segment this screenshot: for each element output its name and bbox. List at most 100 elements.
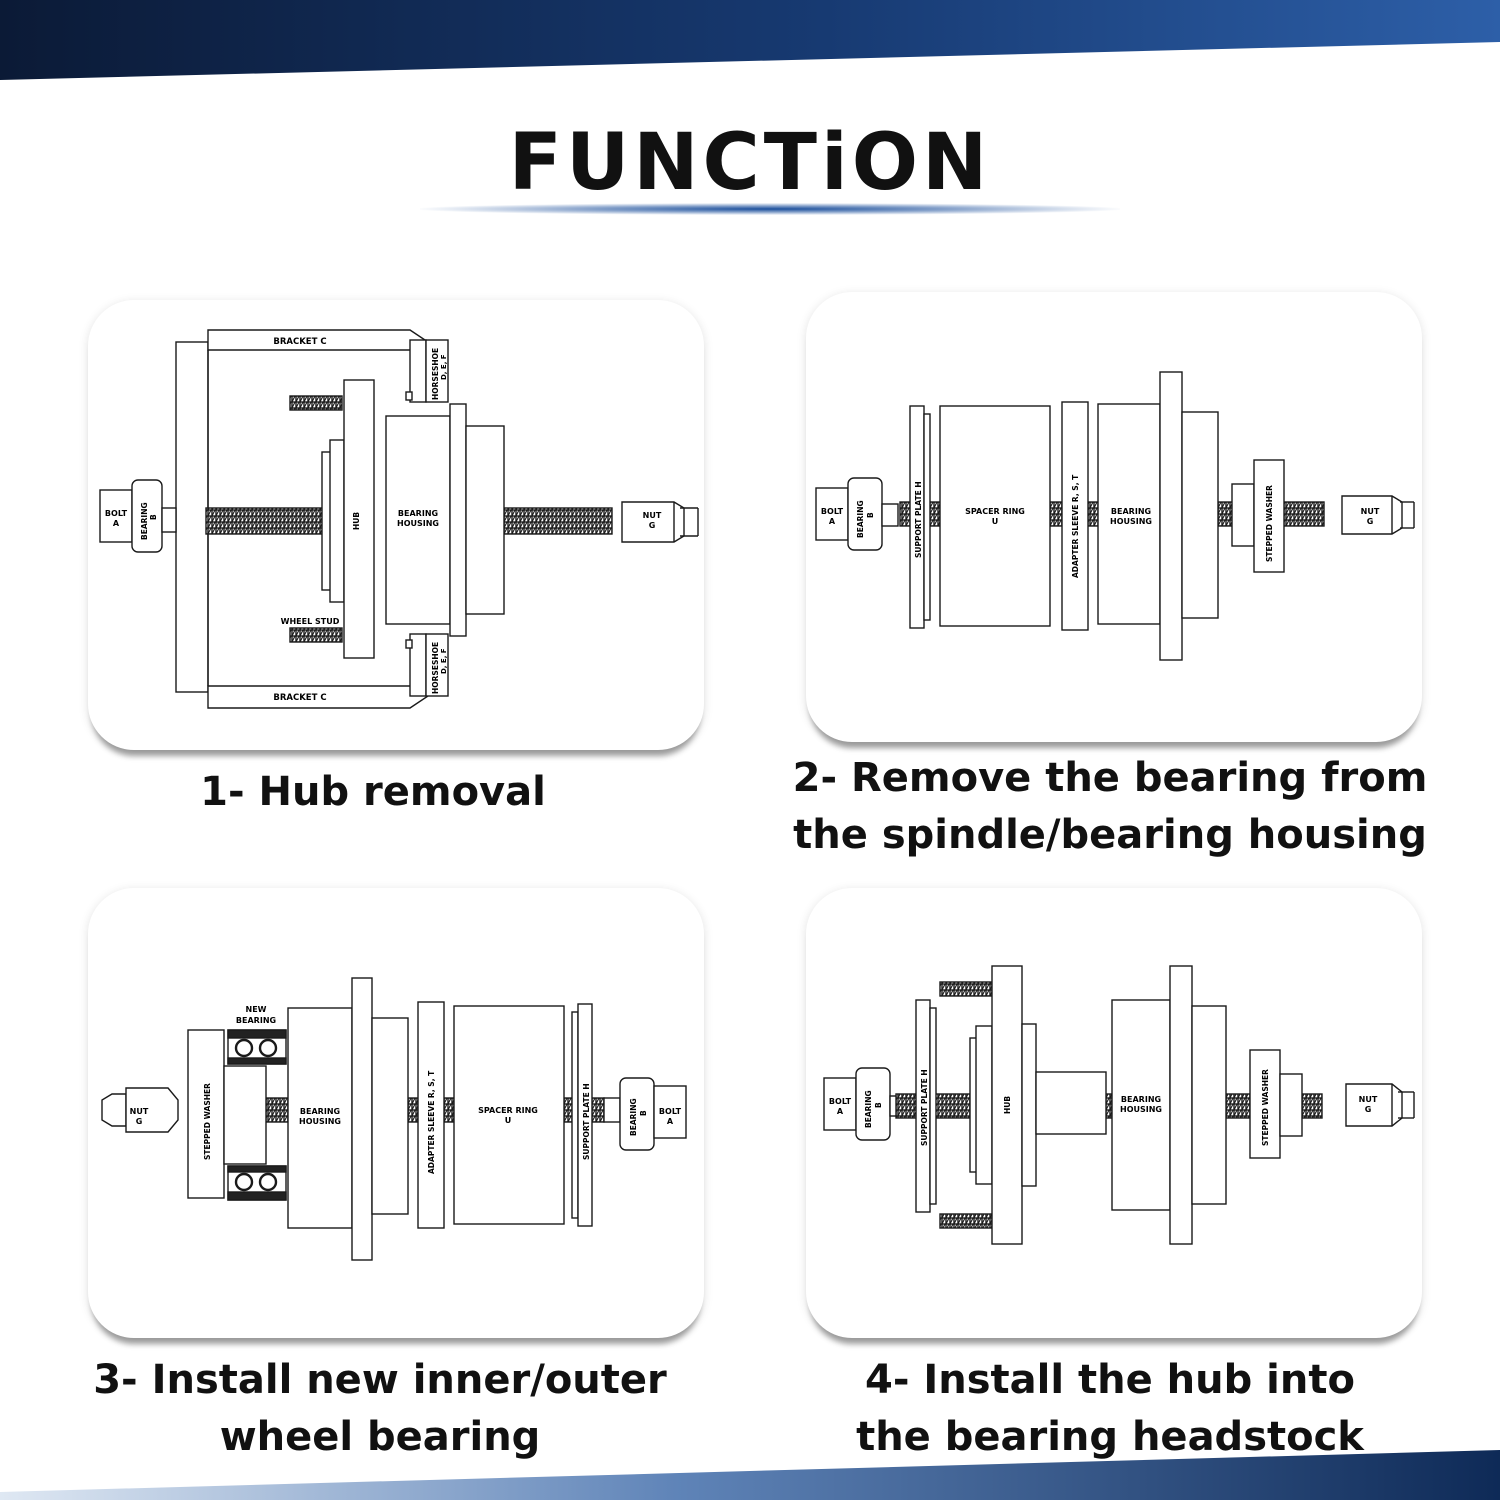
label-stepped-washer: STEPPED WASHER xyxy=(203,1083,212,1160)
caption-line: the bearing headstock xyxy=(856,1414,1364,1460)
caption-line: 2- Remove the bearing from xyxy=(792,755,1428,801)
label-spacer-ring-sub: U xyxy=(992,517,999,526)
label-bearing-housing-sub: HOUSING xyxy=(397,519,439,528)
label-nut: NUT xyxy=(130,1107,149,1116)
label-bearing-housing-sub: HOUSING xyxy=(1120,1105,1162,1114)
label-bearing-housing-sub: HOUSING xyxy=(1110,517,1152,526)
label-support-plate: SUPPORT PLATE H xyxy=(914,481,923,558)
title-underline xyxy=(420,203,1120,215)
bearing-b xyxy=(847,477,883,551)
wheel-stud-bottom xyxy=(289,627,343,643)
hub-removal-diagram: BRACKET C BRACKET C HORSESHOE D, E, F HO… xyxy=(99,329,699,709)
stepped-washer xyxy=(1253,459,1285,573)
caption-line: 1- Hub removal xyxy=(200,769,546,815)
label-horseshoe-top-sub: D, E, F xyxy=(440,354,448,380)
adapter-sleeve xyxy=(417,1001,445,1229)
caption-remove-bearing: 2- Remove the bearing from the spindle/b… xyxy=(790,750,1430,864)
hub xyxy=(343,379,375,659)
label-stepped-washer: STEPPED WASHER xyxy=(1265,485,1274,562)
stepped-washer xyxy=(187,1029,225,1199)
hub xyxy=(991,965,1023,1245)
caption-line: wheel bearing xyxy=(219,1414,541,1460)
diagram-panel-remove-bearing: BOLT A BEARING B SUPPORT PLATE H SPACER … xyxy=(806,292,1422,742)
spacer-ring-u xyxy=(453,1005,565,1225)
label-spacer-ring: SPACER RING xyxy=(478,1106,538,1115)
label-bolt: BOLT xyxy=(105,509,128,518)
wheel-stud-bottom xyxy=(939,1213,993,1229)
label-bolt-sub: A xyxy=(667,1117,674,1126)
diagram-panel-install-hub: BOLT A BEARING B SUPPORT PLATE H HUB BEA… xyxy=(806,888,1422,1338)
wheel-stud-top xyxy=(289,395,343,411)
bearing-housing xyxy=(385,415,451,625)
label-nut: NUT xyxy=(1359,1095,1378,1104)
label-bearing-housing-sub: HOUSING xyxy=(299,1117,341,1126)
bearing-housing xyxy=(287,1007,353,1229)
label-support-plate: SUPPORT PLATE H xyxy=(920,1069,929,1146)
bolt-a xyxy=(653,1085,687,1139)
bearing-b xyxy=(855,1067,891,1141)
bearing-housing xyxy=(1097,403,1161,625)
label-bearing: BEARING xyxy=(140,502,149,540)
spacer-ring-u xyxy=(939,405,1051,627)
remove-bearing-diagram: BOLT A BEARING B SUPPORT PLATE H SPACER … xyxy=(815,371,1415,661)
top-decorative-band xyxy=(0,0,1500,80)
bracket-bottom xyxy=(207,685,429,709)
label-bearing-sub: B xyxy=(866,512,875,518)
label-wheel-stud: WHEEL STUD xyxy=(281,617,340,626)
label-nut-sub: G xyxy=(1365,1105,1372,1114)
bracket-side-plate xyxy=(175,341,209,693)
label-nut-sub: G xyxy=(136,1117,143,1126)
label-nut: NUT xyxy=(1361,507,1380,516)
label-new-bearing: NEW xyxy=(246,1005,267,1014)
bottom-decorative-band xyxy=(0,1450,1500,1500)
label-support-plate: SUPPORT PLATE H xyxy=(582,1083,591,1160)
stepped-washer xyxy=(1249,1049,1281,1159)
label-nut-sub: G xyxy=(1367,517,1374,526)
label-adapter-sleeve: ADAPTER SLEEVE R, S, T xyxy=(1071,474,1080,578)
caption-install-bearing: 3- Install new inner/outer wheel bearing xyxy=(60,1352,700,1466)
wheel-stud-top xyxy=(939,981,993,997)
label-bearing: BEARING xyxy=(856,500,865,538)
label-bolt-sub: A xyxy=(113,519,120,528)
nut-g xyxy=(125,1087,179,1133)
label-bearing-sub: B xyxy=(149,514,158,520)
horseshoe-bottom xyxy=(425,633,449,697)
install-bearing-diagram: NUT G STEPPED WASHER NEW BEARING BEARING… xyxy=(101,977,687,1261)
label-bearing-sub: B xyxy=(639,1110,648,1116)
screw-right xyxy=(503,507,613,535)
label-bolt-sub: A xyxy=(829,517,836,526)
caption-install-hub: 4- Install the hub into the bearing head… xyxy=(790,1352,1430,1466)
install-hub-diagram: BOLT A BEARING B SUPPORT PLATE H HUB BEA… xyxy=(823,965,1415,1245)
nut-g xyxy=(1345,1083,1403,1127)
label-horseshoe-top: HORSESHOE xyxy=(431,348,440,400)
label-horseshoe-bottom-sub: D, E, F xyxy=(440,648,448,674)
label-bolt: BOLT xyxy=(821,507,844,516)
bolt-a xyxy=(815,487,849,541)
label-hub: HUB xyxy=(1003,1096,1012,1114)
page-title: FUNCTiON xyxy=(508,118,992,208)
caption-line: 4- Install the hub into xyxy=(865,1357,1355,1403)
label-horseshoe-bottom: HORSESHOE xyxy=(431,642,440,694)
diagram-panel-install-bearing: NUT G STEPPED WASHER NEW BEARING BEARING… xyxy=(88,888,704,1338)
caption-line: 3- Install new inner/outer xyxy=(93,1357,667,1403)
caption-hub-removal: 1- Hub removal xyxy=(88,764,658,821)
diagram-panel-hub-removal: BRACKET C BRACKET C HORSESHOE D, E, F HO… xyxy=(88,300,704,750)
label-bracket-bottom: BRACKET C xyxy=(273,693,326,703)
label-nut: NUT xyxy=(643,511,662,520)
label-bolt: BOLT xyxy=(659,1107,682,1116)
label-bearing-sub: B xyxy=(874,1102,883,1108)
label-bolt-sub: A xyxy=(837,1107,844,1116)
label-bearing-housing: BEARING xyxy=(1111,507,1151,516)
label-stepped-washer: STEPPED WASHER xyxy=(1261,1069,1270,1146)
label-bracket-top: BRACKET C xyxy=(273,337,326,347)
label-nut-sub: G xyxy=(649,521,656,530)
label-spacer-ring-sub: U xyxy=(505,1116,512,1125)
label-bearing: BEARING xyxy=(864,1090,873,1128)
label-bearing-housing: BEARING xyxy=(398,509,438,518)
label-hub: HUB xyxy=(352,512,361,530)
label-spacer-ring: SPACER RING xyxy=(965,507,1025,516)
label-bearing-housing: BEARING xyxy=(300,1107,340,1116)
horseshoe-top xyxy=(425,339,449,403)
caption-line: the spindle/bearing housing xyxy=(793,812,1427,858)
screw-left xyxy=(205,507,325,535)
